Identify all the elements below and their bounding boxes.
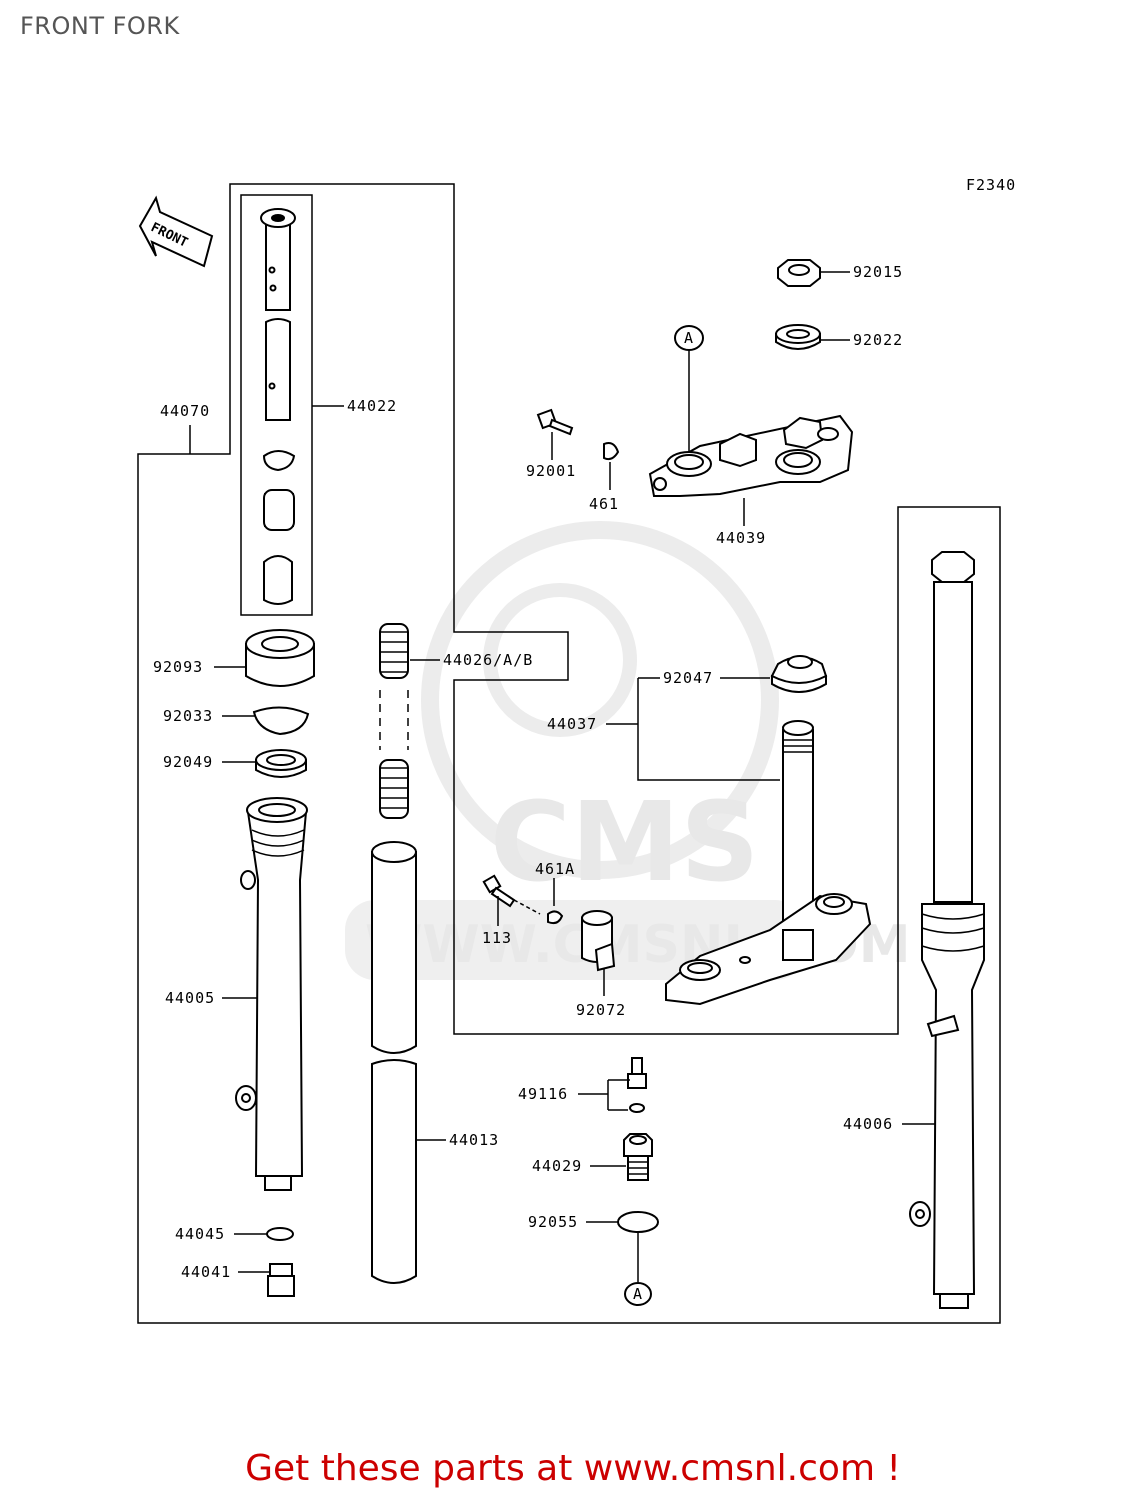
part-label-92001: 92001 [526, 462, 576, 480]
part-label-92047: 92047 [663, 669, 713, 687]
bolt-92001-part [536, 408, 574, 436]
stem-washer-part [775, 324, 821, 350]
part-label-49116: 49116 [518, 1085, 568, 1103]
dust-seal-part [245, 629, 315, 687]
front-arrow-icon: FRONT [138, 195, 214, 268]
part-label-113: 113 [482, 929, 512, 947]
part-label-92033: 92033 [163, 707, 213, 725]
part-label-44026: 44026/A/B [443, 651, 533, 669]
top-cap-bolt-part [623, 1133, 653, 1181]
steering-stem-part [665, 720, 872, 1006]
exploded-parts-diagram: CMS WWW.CMSNL.COM FRONT F2340 44022 4407… [137, 176, 1016, 1324]
drain-bolt-part [267, 1263, 295, 1297]
part-label-44045: 44045 [175, 1225, 225, 1243]
stem-nut-part [777, 259, 821, 287]
part-label-92022: 92022 [853, 331, 903, 349]
part-label-44029: 44029 [532, 1157, 582, 1175]
footer-promo-link[interactable]: Get these parts at www.cmsnl.com ! [245, 1448, 901, 1489]
figure-code: F2340 [966, 176, 1016, 194]
part-label-92072: 92072 [576, 1001, 626, 1019]
clip-461a-part [547, 910, 564, 925]
air-valve-part [627, 1057, 647, 1113]
part-label-44005: 44005 [165, 989, 215, 1007]
reference-marker-a-bottom: A [624, 1282, 652, 1306]
marker-a-label-bottom: A [633, 1285, 643, 1303]
part-label-44041: 44041 [181, 1263, 231, 1281]
part-label-44006: 44006 [843, 1115, 893, 1133]
assembly-outline-44022 [240, 194, 313, 616]
outer-tube-left-part [235, 797, 308, 1191]
bolt-113-part [482, 874, 541, 915]
retaining-clip-part [252, 706, 310, 736]
page-title: FRONT FORK [20, 12, 180, 40]
upper-bracket-part [648, 414, 854, 497]
hose-clamp-part [581, 910, 616, 972]
washer-part [266, 1227, 294, 1241]
reference-marker-a-top: A [674, 325, 704, 351]
o-ring-part [617, 1211, 659, 1233]
assembly-outline-44070 [137, 183, 1001, 1324]
marker-a-label-top: A [684, 329, 694, 347]
part-label-92055: 92055 [528, 1213, 578, 1231]
part-label-92015: 92015 [853, 263, 903, 281]
fork-leg-right-part [909, 551, 985, 1309]
fork-spring-part [379, 623, 409, 819]
part-label-92049: 92049 [163, 753, 213, 771]
part-label-44013: 44013 [449, 1131, 499, 1149]
oil-seal-part [255, 749, 307, 778]
part-label-44022: 44022 [347, 397, 397, 415]
part-label-461a: 461A [535, 860, 575, 878]
part-label-92093: 92093 [153, 658, 203, 676]
stem-seal-part [770, 655, 828, 693]
clip-461-part [603, 442, 620, 461]
damper-rod-part [260, 208, 296, 605]
watermark-logo-text: CMS [490, 778, 759, 906]
part-label-461: 461 [589, 495, 619, 513]
part-label-44039: 44039 [716, 529, 766, 547]
part-label-44070: 44070 [160, 402, 210, 420]
inner-tube-part [371, 841, 417, 1284]
part-label-44037: 44037 [547, 715, 597, 733]
